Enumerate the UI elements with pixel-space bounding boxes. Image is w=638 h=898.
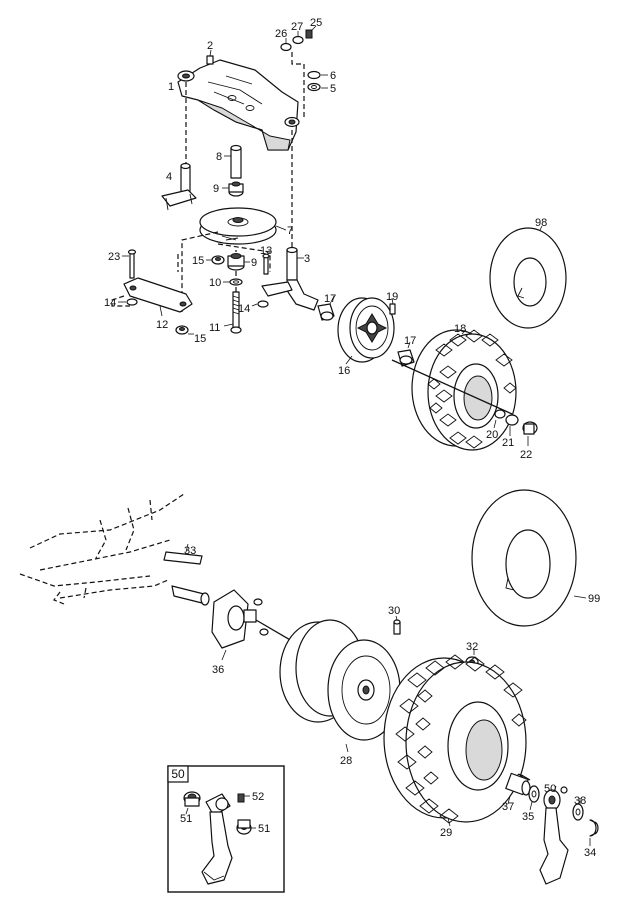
callout-52: 52 (252, 791, 264, 803)
callout-17a: 17 (324, 293, 336, 305)
callout-20: 20 (486, 429, 498, 441)
part-4-pivot-pin (161, 82, 197, 211)
callout-16: 16 (338, 365, 350, 377)
part-36-hub-flange (211, 589, 269, 661)
callout-1: 1 (168, 81, 174, 93)
callout-8: 8 (216, 151, 222, 163)
part-12-link-arm (123, 277, 193, 317)
part-3-fork-axle (261, 130, 319, 311)
callout-38: 38 (574, 795, 586, 807)
part-7-disc (199, 207, 287, 245)
callout-11: 11 (209, 322, 220, 334)
callout-13: 13 (260, 245, 272, 257)
part-50-crank (539, 785, 569, 885)
part-19-valve (389, 297, 396, 315)
part-17-bushing-right (397, 341, 415, 367)
callout-28: 28 (340, 755, 352, 767)
part-2-nipple (206, 49, 214, 65)
callout-9a: 9 (213, 183, 219, 195)
callout-22: 22 (520, 449, 532, 461)
callout-30: 30 (388, 605, 400, 617)
callout-5: 5 (330, 83, 336, 95)
callout-35: 35 (522, 811, 534, 823)
part-16-rim (337, 297, 395, 365)
callout-37: 37 (502, 801, 514, 813)
part-29-tire (383, 654, 527, 827)
part-99-inner-tube (471, 489, 587, 627)
callout-26: 26 (275, 28, 287, 40)
part-23-bolt (122, 249, 137, 279)
parts-25-27-hardware (280, 25, 317, 120)
callout-29: 29 (440, 827, 452, 839)
part-30-valve (393, 615, 401, 635)
callout-17b: 17 (404, 335, 416, 347)
callout-6: 6 (330, 70, 336, 82)
front-caster-assembly (111, 25, 567, 451)
callout-51b: 51 (258, 823, 270, 835)
callout-7: 7 (287, 225, 293, 237)
part-34-clip (589, 819, 599, 846)
callout-14b: 14 (238, 303, 250, 315)
part-17-bushing-left (317, 295, 335, 321)
callout-15a: 15 (192, 255, 204, 267)
callout-99: 99 (588, 593, 600, 605)
callout-27: 27 (291, 21, 303, 33)
part-13-bolt (262, 253, 270, 275)
part-38-washer (572, 798, 584, 821)
part-98-inner-tube (489, 225, 567, 329)
inset-box-part-50: 50 (167, 765, 285, 893)
callout-18: 18 (454, 323, 466, 335)
part-11-bolt (223, 291, 242, 334)
parts-5-6-washers (307, 70, 328, 92)
parts-20-22-hub-parts (493, 409, 538, 446)
callout-4: 4 (166, 171, 172, 183)
part-9-lower-bearing (227, 253, 250, 271)
callout-2: 2 (207, 40, 213, 52)
callout-19: 19 (386, 291, 398, 303)
part-15-lower-nut (175, 325, 194, 335)
callout-15b: 15 (194, 333, 206, 345)
callout-12: 12 (156, 319, 168, 331)
part-1-bracket (177, 59, 300, 151)
callout-25: 25 (310, 17, 322, 29)
callout-33: 33 (184, 545, 196, 557)
part-10-washer (223, 278, 243, 286)
part-8-tube (224, 144, 242, 179)
callout-14a: 14 (104, 297, 116, 309)
callout-23: 23 (108, 251, 120, 263)
callout-labels: 1 2 3 4 5 6 7 8 9 9 10 11 12 13 14 14 15… (104, 17, 600, 859)
callout-3: 3 (304, 253, 310, 265)
part-14-right-washer (251, 300, 269, 308)
callout-9b: 9 (251, 257, 257, 269)
callout-50: 50 (544, 783, 556, 795)
callout-10: 10 (209, 277, 221, 289)
part-28-rim (279, 619, 401, 753)
part-9-upper-bearing (222, 181, 244, 197)
rear-wheel-assembly: 50 (19, 489, 599, 893)
part-35-washer (528, 785, 540, 811)
callout-51a: 51 (180, 813, 192, 825)
inset-box-label: 50 (171, 767, 185, 781)
part-15-upper-nut (206, 255, 225, 265)
callout-36: 36 (212, 664, 224, 676)
callout-98: 98 (535, 217, 547, 229)
part-14-left-washer (118, 298, 138, 306)
callout-34: 34 (584, 847, 596, 859)
part-33-axle-tube (163, 543, 210, 606)
callout-21: 21 (502, 437, 514, 449)
part-18-tire (411, 329, 517, 451)
callout-32: 32 (466, 641, 478, 653)
